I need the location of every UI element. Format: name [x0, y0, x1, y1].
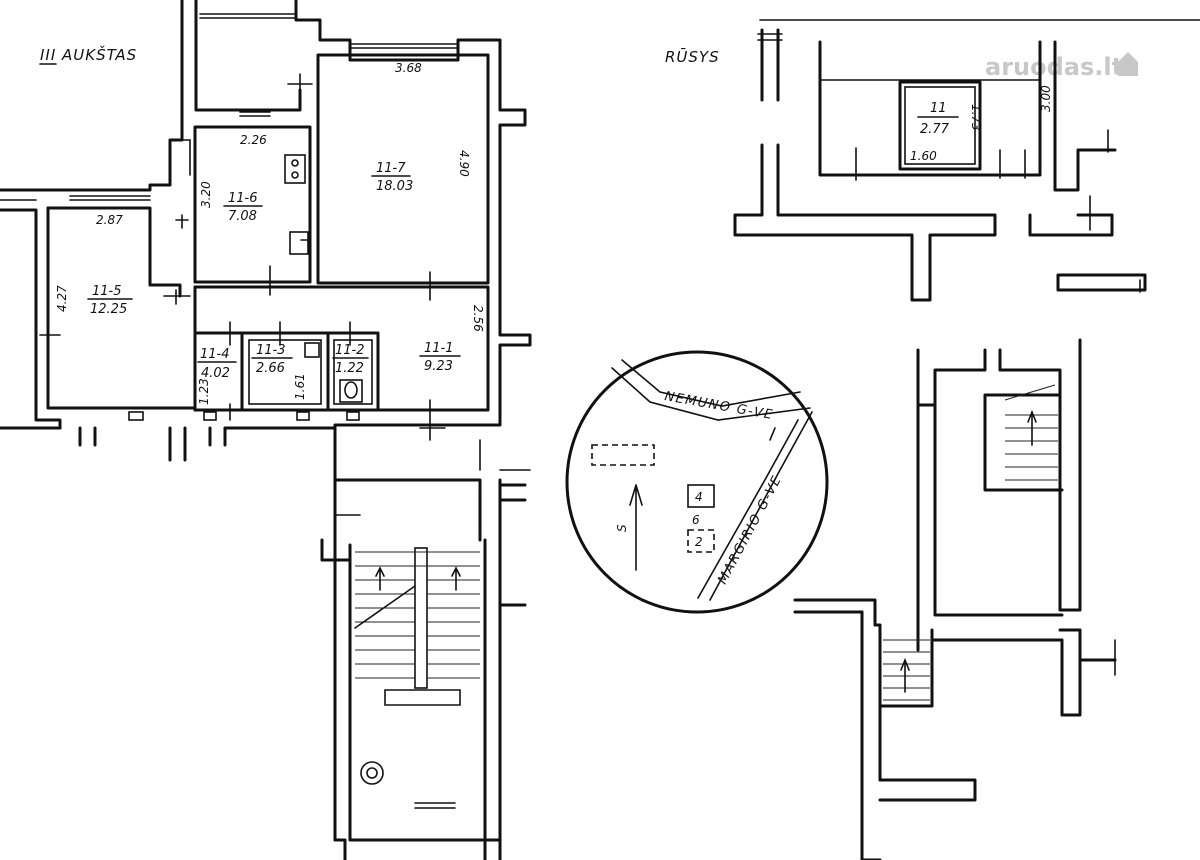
svg-text:4: 4 [695, 490, 703, 504]
svg-text:2.77: 2.77 [920, 122, 950, 137]
svg-text:2.66: 2.66 [256, 361, 285, 376]
room-label-11-6: 11-6 7.08 [223, 191, 263, 224]
svg-text:11-2: 11-2 [335, 343, 365, 358]
svg-text:11-1: 11-1 [424, 341, 454, 356]
svg-text:2.26: 2.26 [240, 133, 267, 147]
svg-text:2: 2 [695, 535, 703, 549]
windows [0, 13, 459, 809]
room-label-11-4: 11-4 4.02 [197, 347, 237, 381]
svg-text:1.22: 1.22 [335, 361, 364, 376]
svg-text:4.27: 4.27 [55, 285, 69, 312]
svg-text:11-4: 11-4 [200, 347, 230, 362]
svg-text:1.73: 1.73 [969, 104, 983, 131]
street-label-margirio: MARGIRIO G-VE [715, 473, 785, 587]
room-label-11-2: 11-2 1.22 [332, 343, 369, 376]
dimension-labels: 3.68 4.90 2.26 3.20 2.87 4.27 2.56 1.23 … [55, 61, 485, 405]
svg-text:3.68: 3.68 [395, 61, 422, 75]
site-plan: NEMUNO G-VE MARGIRIO G-VE S 4 6 2 [565, 350, 829, 614]
svg-text:11-6: 11-6 [228, 191, 258, 206]
svg-text:S: S [615, 524, 629, 532]
svg-text:1.60: 1.60 [910, 149, 937, 163]
kitchen-fixtures [284, 154, 363, 403]
room-label-11-1: 11-1 9.23 [419, 341, 461, 374]
basement-room-label-11: 11 2.77 1.60 1.73 3.00 [910, 85, 1053, 163]
svg-text:3.00: 3.00 [1039, 85, 1053, 112]
door-marks [39, 73, 531, 526]
staircase [354, 547, 480, 785]
svg-text:11: 11 [930, 101, 947, 116]
svg-text:2.87: 2.87 [96, 213, 123, 227]
svg-text:11-3: 11-3 [256, 343, 286, 358]
svg-text:7.08: 7.08 [228, 209, 257, 224]
svg-text:3.20: 3.20 [199, 181, 213, 208]
svg-text:4.90: 4.90 [457, 150, 471, 177]
svg-text:1.23: 1.23 [197, 378, 211, 405]
basement-walls [733, 19, 1200, 860]
svg-text:1.61: 1.61 [293, 373, 307, 400]
svg-text:12.25: 12.25 [90, 302, 127, 317]
floor-heading: III AUKŠTAS [40, 45, 137, 64]
basement-stairs [883, 384, 1058, 701]
watermark-logo: aruodas.lt [985, 52, 1138, 81]
svg-text:11-5: 11-5 [92, 284, 122, 299]
svg-text:18.03: 18.03 [376, 179, 413, 194]
svg-text:4.02: 4.02 [201, 366, 230, 381]
third-floor-walls [0, 0, 532, 860]
room-label-11-7: 11-7 18.03 [371, 161, 413, 194]
street-label-nemuno: NEMUNO G-VE [663, 389, 775, 423]
svg-text:6: 6 [692, 513, 700, 527]
basement-heading: RŪSYS [665, 47, 720, 66]
svg-text:9.23: 9.23 [424, 359, 453, 374]
room-label-11-5: 11-5 12.25 [87, 284, 133, 317]
svg-text:11-7: 11-7 [376, 161, 406, 176]
room-label-11-3: 11-3 2.66 [251, 343, 293, 376]
north-arrow-icon [629, 484, 643, 571]
svg-text:2.56: 2.56 [471, 305, 485, 332]
